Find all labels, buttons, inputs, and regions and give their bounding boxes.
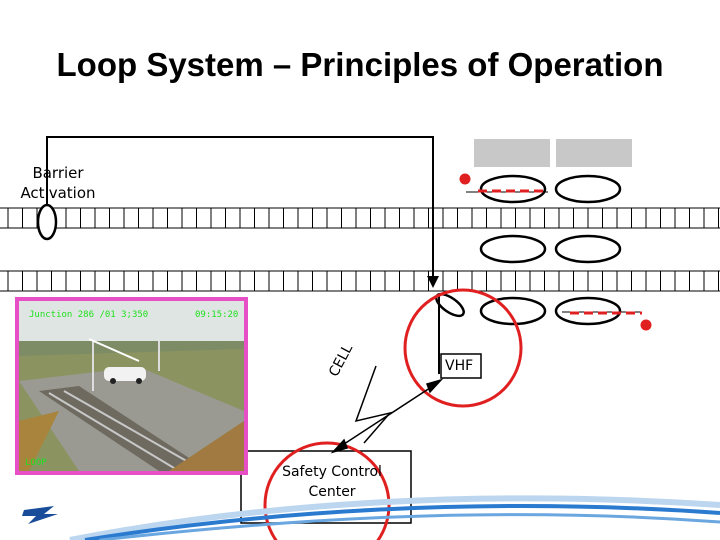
- vhf-coverage-circle: [403, 288, 523, 408]
- rail-logo-icon: [18, 503, 58, 529]
- track-loop: [479, 234, 547, 264]
- railway-track-lower: [0, 270, 720, 292]
- crossing-camera-view: Junction 286 /01 3;350 09:15:20 LOOP: [15, 297, 248, 475]
- track-loop: [554, 296, 622, 326]
- two-way-arrow: [330, 378, 444, 454]
- cable-arrowhead: [427, 276, 439, 288]
- barrier-activation-label: Barrier Activation: [20, 164, 96, 202]
- slide-title: Loop System – Principles of Operation: [56, 46, 664, 83]
- railway-track-upper: [0, 207, 720, 229]
- vhf-box: [440, 353, 482, 379]
- camera-time-readout: 09:15:20: [195, 310, 239, 320]
- signal-upper: [459, 173, 548, 193]
- signal-lower: [562, 311, 652, 331]
- cell-link: [354, 365, 393, 444]
- safety-control-center-label: Safety Control Center: [282, 464, 382, 500]
- vhf-label: VHF: [445, 358, 474, 374]
- track-loop: [554, 234, 622, 264]
- track-loop: [479, 296, 547, 326]
- track-loop: [479, 174, 547, 204]
- camera-mode-readout: LOOP: [25, 458, 47, 468]
- track-loop: [554, 174, 622, 204]
- detection-loops: [36, 174, 622, 326]
- camera-scene: [19, 301, 244, 471]
- train-car: [556, 139, 632, 167]
- train-car: [474, 139, 550, 167]
- control-center-circle: [263, 441, 391, 540]
- camera-junction-readout: Junction 286 /01 3;350: [29, 310, 149, 320]
- barrier-loop: [36, 203, 58, 241]
- footer-swoosh: [69, 495, 720, 540]
